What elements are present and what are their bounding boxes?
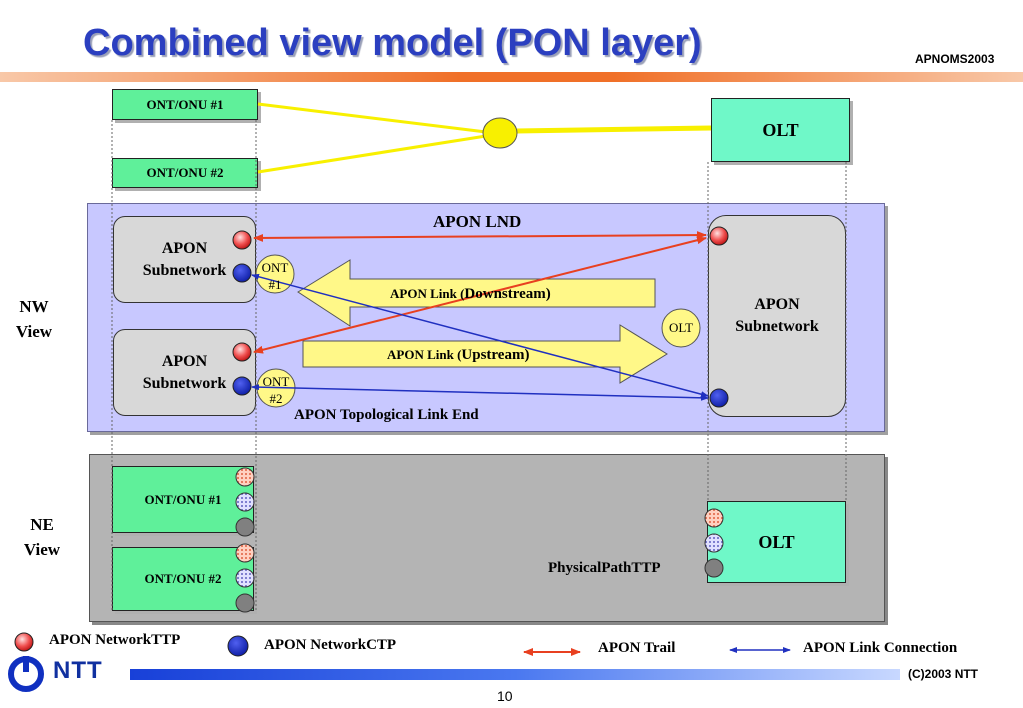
ne-ont-onu-2: ONT/ONU #2 [112,547,254,611]
upstream-link-label: APON Link (Upstream) [387,346,529,364]
legend-network-ctp-label: APON NetworkCTP [264,637,397,653]
legend-ttp-icon [14,632,34,652]
subnet-left-2-line-2: Subnetwork [142,374,227,392]
ont1-label-line-1: ONT [261,260,289,275]
ne-label-line-1: NE [30,515,54,534]
ne-ttp-icon [704,508,724,528]
ne-olt: OLT [707,501,846,583]
page-number: 10 [497,688,513,704]
legend-trail-label: APON Trail [598,640,676,656]
ont1-link-end-label: ONT #1 [257,259,293,293]
olt-link-end-label: OLT [668,320,694,335]
ont2-label-line-1: ONT [262,374,290,389]
physical-path-ttp-label: PhysicalPathTTP [548,560,661,576]
splitter-icon [482,117,518,149]
subnet-left-1-line-1: APON [161,239,208,257]
ne-ctp-icon [235,492,255,512]
upstream-prefix: APON Link ( [387,347,462,362]
ne-ttp-icon [235,543,255,563]
network-ttp-icon [232,342,252,362]
top-ont-onu-1: ONT/ONU #1 [112,89,258,120]
ne-physical-path-icon [704,558,724,578]
ont2-link-end-label: ONT #2 [258,373,294,407]
network-ctp-icon [232,263,252,283]
ne-view-side-label: NE View [22,512,62,562]
page-title: Combined view model (PON layer) [83,22,702,64]
ne-ont-onu-1: ONT/ONU #1 [112,466,254,533]
nw-label-line-2: View [15,322,53,341]
nw-view-side-label: NW View [14,294,54,344]
nw-label-line-1: NW [19,297,49,316]
network-ctp-icon [232,376,252,396]
conference-label: APNOMS2003 [915,52,995,66]
ne-ctp-icon [704,533,724,553]
network-ttp-icon [709,226,729,246]
subnet-left-1-line-2: Subnetwork [142,261,227,279]
downstream-prefix: APON Link ( [390,286,465,301]
ont2-label-line-2: #2 [269,391,283,406]
network-ttp-icon [232,230,252,250]
ne-label-line-2: View [23,540,61,559]
subnet-left-2-line-1: APON [161,352,208,370]
top-ont-onu-2: ONT/ONU #2 [112,158,258,188]
downstream-link-label: APON Link (Downstream) [390,285,551,303]
downstream-suffix: Downstream) [464,286,551,302]
legend-network-ttp-label: APON NetworkTTP [49,632,181,648]
ne-physical-path-icon [235,593,255,613]
top-olt: OLT [711,98,850,162]
ne-ttp-icon [235,467,255,487]
ne-physical-path-icon [235,517,255,537]
copyright-label: (C)2003 NTT [908,667,979,681]
footer-bar [130,669,900,680]
apon-lnd-title: APON LND [433,212,522,231]
optical-splitter-fibre [257,102,712,174]
legend-ctp-icon [227,635,249,657]
legend-link-connection-label: APON Link Connection [803,640,958,656]
apon-subnetwork-left-2: APON Subnetwork [113,329,256,416]
ont1-label-line-2: #1 [268,277,282,292]
topological-link-end-label: APON Topological Link End [294,407,479,423]
ntt-logo-icon [8,656,44,692]
apon-subnetwork-left-1: APON Subnetwork [113,216,256,303]
ntt-logo-text: NTT [53,657,103,684]
upstream-suffix: Upstream) [461,347,530,363]
apon-link-connections [251,273,709,401]
subnet-right-line-2: Subnetwork [735,318,819,335]
ne-ctp-icon [235,568,255,588]
title-divider-bar [0,72,1023,82]
network-ctp-icon [709,388,729,408]
subnet-right-line-1: APON [754,296,800,313]
